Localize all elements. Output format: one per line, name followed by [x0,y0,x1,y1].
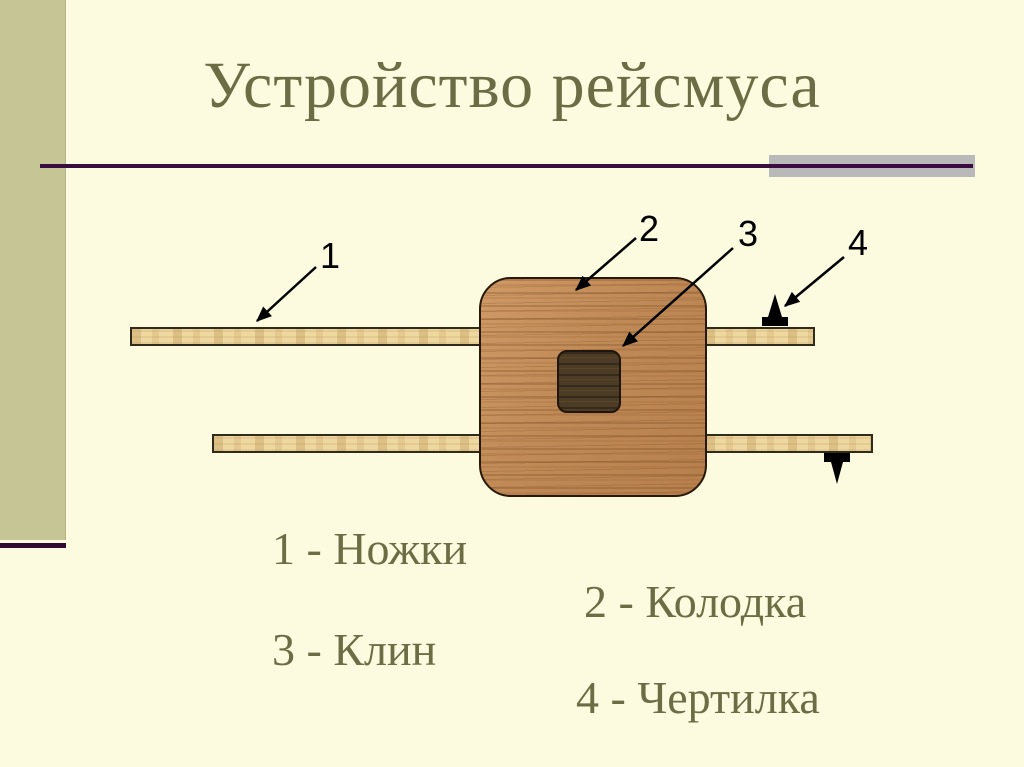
scriber-bottom [824,453,850,484]
callout-number-2: 2 [639,208,660,249]
legend-item-block: 2 - Колодка [584,576,807,627]
sidebar-accent-bar [0,0,66,540]
legend-item-wedge: 3 - Клин [272,624,437,675]
callout-number-4: 4 [848,222,869,263]
wedge-klin [557,350,621,413]
scriber-top [762,294,788,326]
page-title: Устройство рейсмуса [203,49,821,122]
callout-arrow-4 [783,256,845,307]
sidebar-accent-underline [0,543,66,548]
legend-item-scriber: 4 - Чертилка [576,672,820,723]
legend-item-legs: 1 - Ножки [272,523,468,574]
callout-arrow-1 [256,266,317,322]
callout-number-1: 1 [320,235,341,276]
callout-number-3: 3 [738,213,759,254]
title-rule [40,164,973,168]
leg-top [130,327,815,346]
